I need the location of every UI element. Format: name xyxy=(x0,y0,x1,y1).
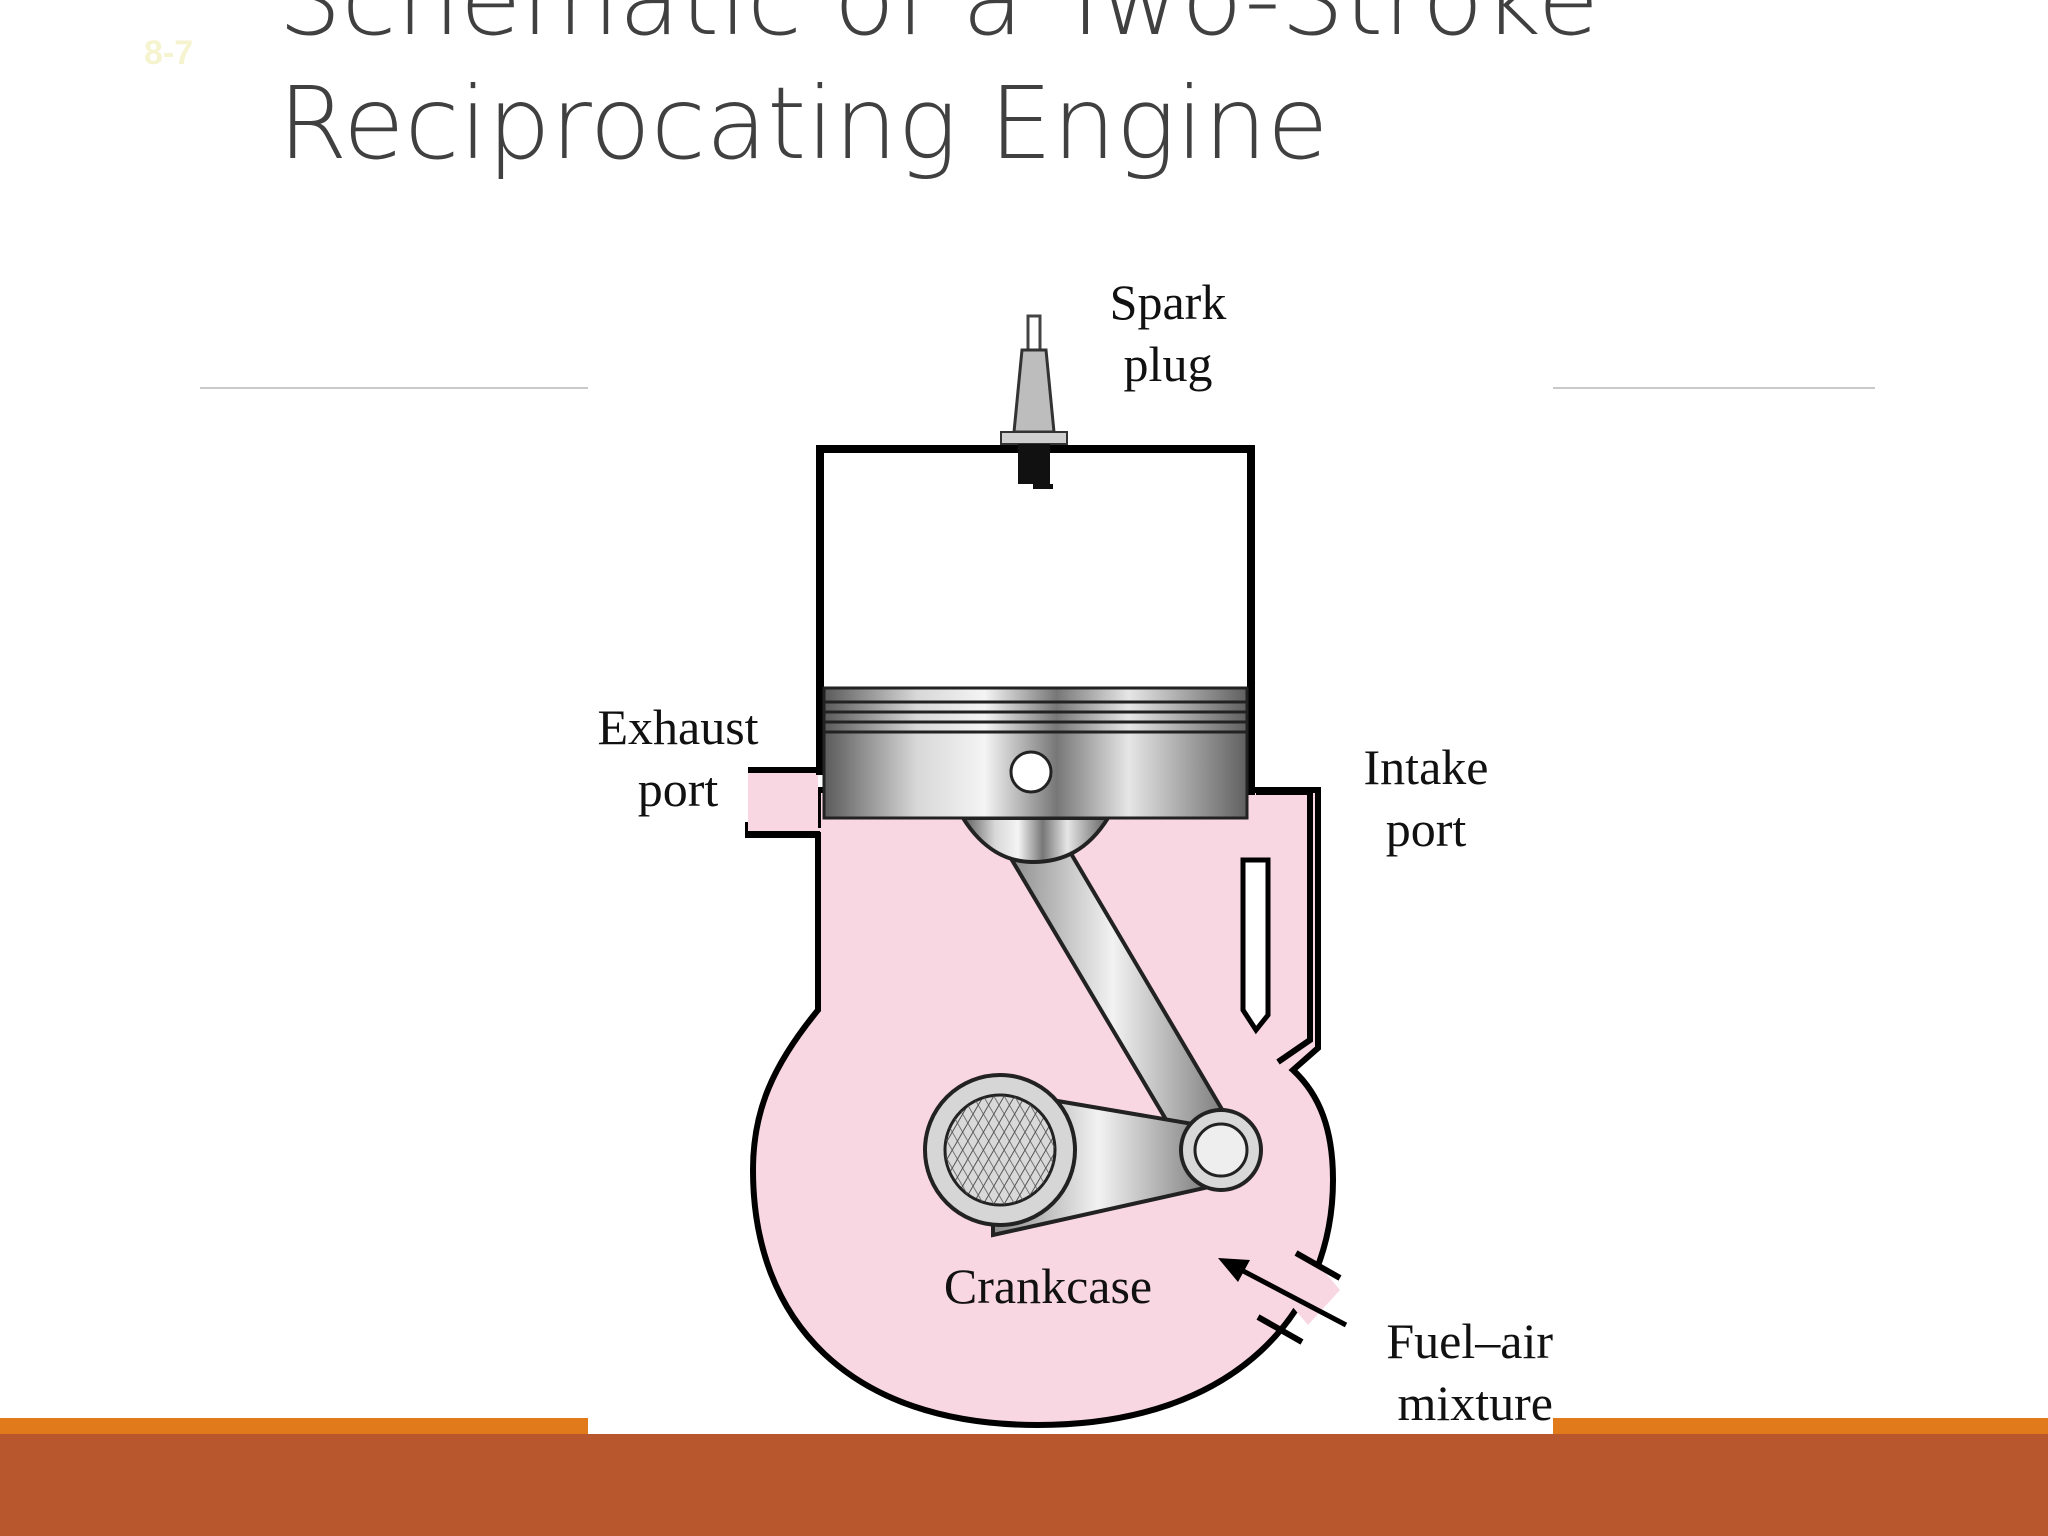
engine-schematic-graphic xyxy=(745,314,1348,1429)
fuel-air-inlet xyxy=(1218,1250,1348,1345)
spark-plug-graphic xyxy=(1000,314,1068,489)
label-fuel-air-mixture: Fuel–air mixture xyxy=(1386,1313,1553,1431)
label-intake-port: Intake port xyxy=(1363,739,1489,857)
label-crankcase: Crankcase xyxy=(943,1258,1153,1314)
label-spark-plug: Spark plug xyxy=(1109,274,1227,392)
title-rule-left xyxy=(200,387,590,389)
piston-graphic xyxy=(822,686,1249,865)
footer-band xyxy=(0,1434,2048,1536)
title-rule-right xyxy=(1553,387,1875,389)
engine-diagram: Spark plug Exhaust port Intake port Cran… xyxy=(588,250,1553,1434)
slide-number: 8-7 xyxy=(144,34,194,72)
left-margin-band xyxy=(0,0,196,1418)
exhaust-duct xyxy=(748,772,818,832)
label-exhaust-port: Exhaust port xyxy=(597,699,759,817)
slide-title: Schematic of a Two-Stroke Reciprocating … xyxy=(278,0,1599,182)
